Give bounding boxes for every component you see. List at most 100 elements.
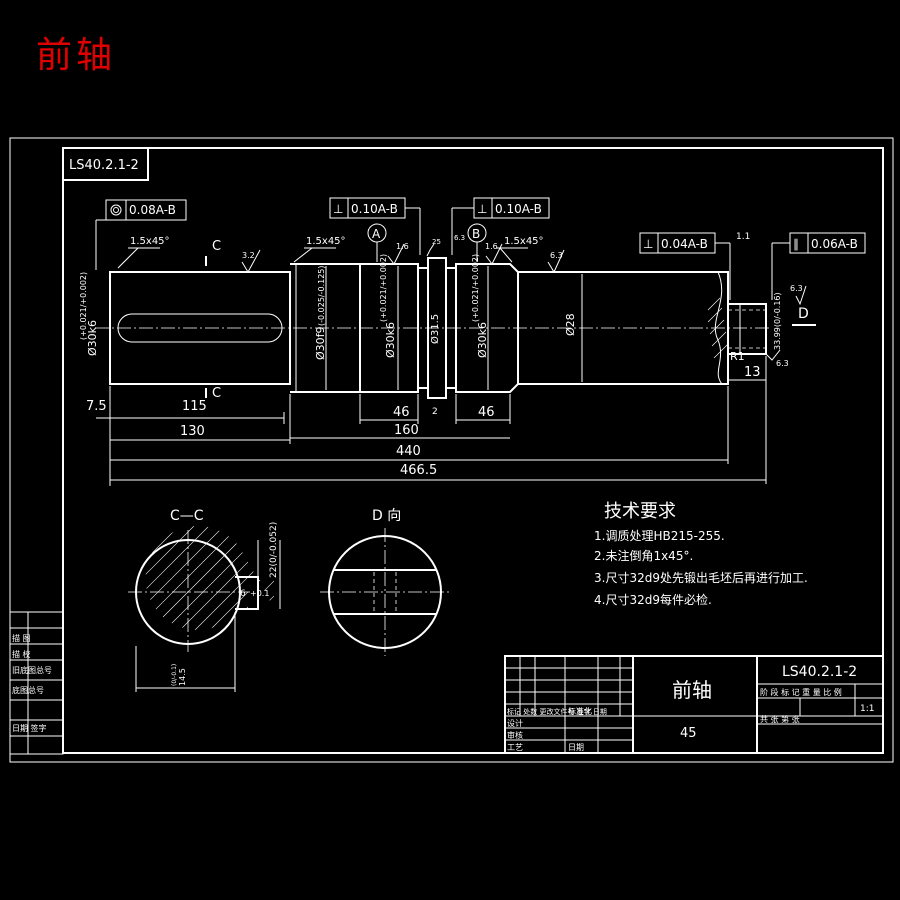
- datum-d-label: D: [798, 306, 809, 322]
- outer-border: [9, 137, 894, 763]
- dim-160: 160: [394, 423, 419, 438]
- left-strip-4: 底图总号: [12, 685, 44, 695]
- tolerance-frame-parallel: ∥ 0.06A-B: [771, 232, 866, 300]
- dia-d2: Ø30f9: [314, 326, 327, 360]
- title-block-part-name: 前轴: [672, 678, 712, 702]
- diameter-labels: Ø30k6 (+0.021/+0.002) Ø30f9 (-0.025/-0.1…: [79, 254, 782, 390]
- shaft-main-view: [95, 257, 770, 399]
- left-strip-5: 日期 签字: [12, 723, 47, 733]
- dim-13: 13: [744, 365, 761, 380]
- tolerance-parallel-text: 0.06A-B: [811, 237, 858, 251]
- dim-7-5: 7.5: [86, 399, 107, 414]
- datum-a-label: A: [372, 227, 381, 241]
- left-strip-3: 旧底图总号: [12, 665, 52, 675]
- section-cc-bottom: 14.5: [178, 668, 187, 686]
- dia-d1: Ø30k6: [86, 320, 99, 356]
- tolerance-left-text: 0.08A-B: [129, 203, 176, 217]
- dim-46a: 46: [393, 405, 410, 420]
- section-cc-depth-tol: +0.1: [250, 589, 269, 598]
- title-block-scale: 1:1: [860, 704, 874, 714]
- svg-text:3.2: 3.2: [242, 251, 255, 260]
- tech-item-2: 2.未注倒角1x45°.: [594, 548, 693, 563]
- dim-466-5: 466.5: [400, 463, 437, 478]
- tolerance-perp-left-text: 0.10A-B: [351, 202, 398, 216]
- dim-130: 130: [180, 424, 205, 439]
- svg-text:⊥: ⊥: [333, 202, 343, 216]
- dimension-lines: 115 7.5 130 46 46 2 160 440 466.5 13 R1 …: [86, 232, 767, 486]
- left-strip-table: 描 图 描 校 旧底图总号 底图总号 日期 签字: [9, 611, 64, 755]
- view-d-label: D 向: [372, 508, 401, 524]
- svg-text:⊥: ⊥: [477, 202, 487, 216]
- datum-a: A: [367, 223, 387, 262]
- svg-text:25: 25: [432, 238, 441, 246]
- svg-text:∥: ∥: [793, 237, 799, 251]
- svg-text:6.3: 6.3: [790, 284, 803, 293]
- section-cc-depth: 6: [240, 589, 246, 599]
- svg-text:1.6: 1.6: [396, 242, 409, 251]
- title-block-drawing-no: LS40.2.1-2: [782, 664, 857, 680]
- datum-b-label: B: [472, 227, 480, 241]
- dim-2: 2: [432, 407, 438, 417]
- svg-text:⊥: ⊥: [643, 237, 653, 251]
- title-block-header-row: 阶 段 标 记 重 量 比 例: [760, 687, 842, 697]
- svg-text:6.3: 6.3: [550, 251, 563, 260]
- section-cc-width: 22(0/-0.052): [269, 522, 279, 578]
- title-block-bottom-row: 共 张 第 张: [760, 714, 800, 724]
- dia-d3: Ø30k6: [384, 322, 397, 358]
- tolerance-perp-right-text: 0.10A-B: [495, 202, 542, 216]
- page-title: 前轴: [36, 35, 117, 76]
- roughness-marks: 3.2 1.6 1.6 6.3 6.3 6.3 25 6.3: [241, 234, 807, 368]
- sign-row-1: 标记 处数 更改文件号 签字 日期: [507, 707, 607, 716]
- code-box-text: LS40.2.1-2: [69, 158, 139, 173]
- chamfer-1: 1.5x45°: [130, 236, 170, 247]
- tech-requirements: 技术要求 1.调质处理HB215-255. 2.未注倒角1x45°. 3.尺寸3…: [594, 501, 808, 607]
- chamfer-2: 1.5x45°: [306, 236, 346, 247]
- tolerance-frame-end: ⊥ 0.04A-B: [639, 232, 731, 300]
- dia-d5: Ø30k6: [476, 322, 489, 358]
- dia-d2-tol: (-0.025/-0.125): [317, 265, 326, 326]
- dim-r1: R1: [730, 350, 745, 363]
- title-block: 前轴 45 LS40.2.1-2 阶 段 标 记 重 量 比 例 1:1 共 张…: [504, 655, 884, 754]
- dia-d3-tol: (+0.021/+0.002): [379, 254, 388, 322]
- sign-row-3: 审核: [507, 730, 523, 740]
- dim-1-1: 1.1: [736, 232, 750, 242]
- left-strip-2: 描 校: [12, 649, 31, 659]
- section-cc-label: C—C: [170, 508, 204, 524]
- tolerance-frame-perp-right: ⊥ 0.10A-B: [451, 197, 550, 255]
- datum-d: D: [792, 306, 816, 326]
- dim-440: 440: [396, 444, 421, 459]
- svg-text:6.3: 6.3: [454, 234, 465, 242]
- section-cc-bottom-tol: (0/-0.1): [171, 664, 178, 686]
- dim-46b: 46: [478, 405, 495, 420]
- tech-item-4: 4.尺寸32d9每件必检.: [594, 592, 712, 607]
- tech-title: 技术要求: [604, 501, 676, 522]
- dia-d4: Ø31.5: [429, 314, 441, 344]
- dia-d9: 33.99(0/-0.16): [773, 292, 782, 350]
- dim-115: 115: [182, 399, 207, 414]
- title-block-material: 45: [680, 726, 697, 741]
- sign-row-2: 设计: [507, 718, 523, 728]
- svg-text:6.3: 6.3: [776, 359, 789, 368]
- sign-row-4: 工艺: [507, 743, 523, 752]
- dia-d5-tol: (+0.021/+0.002): [471, 254, 480, 322]
- code-box: [62, 147, 149, 181]
- left-strip-1: 描 图: [12, 633, 31, 643]
- sign-cell-standard: 标准化: [568, 706, 592, 716]
- svg-text:1.6: 1.6: [485, 242, 498, 251]
- tech-item-3: 3.尺寸32d9处先锻出毛坯后再进行加工.: [594, 571, 808, 585]
- datum-b: B: [467, 223, 487, 262]
- dia-d1-tol: (+0.021/+0.002): [79, 272, 88, 340]
- tech-item-1: 1.调质处理HB215-255.: [594, 529, 725, 543]
- tolerance-frame-perp-left: ⊥ 0.10A-B: [329, 197, 421, 255]
- section-cc: C—C 22(0/-0.052) 6 +0.1: [128, 508, 281, 692]
- tolerance-end-text: 0.04A-B: [661, 237, 708, 251]
- dia-d6: Ø28: [564, 313, 577, 336]
- inner-border: [62, 147, 884, 754]
- sign-cell-date: 日期: [568, 743, 584, 752]
- section-mark-c-bottom: C: [212, 386, 221, 401]
- tolerance-frame-left: 0.08A-B: [95, 199, 187, 270]
- chamfer-3: 1.5x45°: [504, 236, 544, 247]
- section-mark-c-top: C: [212, 239, 221, 254]
- view-d: D 向: [320, 508, 450, 656]
